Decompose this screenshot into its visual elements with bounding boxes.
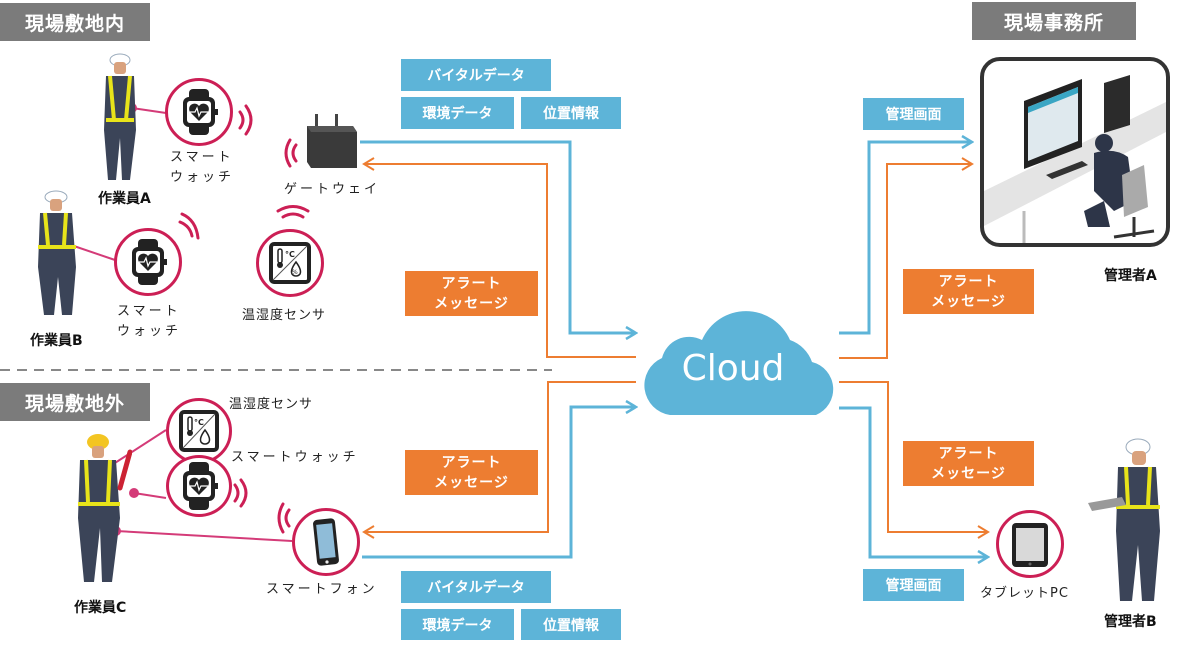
tag-admin-screen-lower: 管理画面 — [863, 569, 964, 601]
smartwatch-b-label-line2: ウォッチ — [117, 324, 182, 339]
tag-location-upper: 位置情報 — [521, 97, 621, 129]
manager-b-figure — [1088, 438, 1160, 601]
alert-tag-line1: アラート — [441, 275, 502, 292]
wifi-icons — [178, 104, 310, 534]
alert-flow-cloud-to-smartphone — [362, 381, 636, 539]
tablet-icon — [1012, 523, 1048, 567]
worker-a-label: 作業員A — [98, 191, 151, 207]
smartwatch-a-device — [165, 78, 233, 146]
svg-text:°C: °C — [285, 250, 295, 259]
data-flow-cloud-to-office — [839, 142, 972, 335]
alert-flow-cloud-to-gateway — [362, 157, 636, 358]
svg-text:%: % — [292, 269, 298, 276]
smartwatch-b-device — [114, 228, 182, 296]
smartwatch-b-label-line1: スマート — [117, 304, 181, 319]
alert-tag-line1: アラート — [938, 445, 999, 462]
section-tag-office: 現場事務所 — [972, 2, 1136, 40]
smartphone-icon — [313, 518, 339, 566]
tablet-device — [996, 510, 1064, 578]
alert-flow-cloud-to-office — [839, 157, 974, 359]
worker-c-label: 作業員C — [74, 600, 127, 616]
smartphone-label: スマートフォン — [266, 582, 378, 597]
alert-tag-upper-right: アラート メッセージ — [903, 269, 1034, 314]
alert-tag-line2: メッセージ — [931, 465, 1006, 482]
smartwatch-a-label: スマート ウォッチ — [170, 148, 234, 188]
manager-b-label: 管理者B — [1104, 614, 1157, 630]
tag-environment-data-lower: 環境データ — [401, 609, 514, 640]
cloud-icon — [644, 311, 834, 415]
alert-tag-lower-left: アラート メッセージ — [405, 450, 538, 495]
data-flow-smartphone-to-cloud — [362, 407, 636, 559]
smartwatch-b-label: スマート ウォッチ — [117, 302, 181, 342]
tag-location-lower: 位置情報 — [521, 609, 621, 640]
tag-vital-data-lower: バイタルデータ — [401, 571, 551, 603]
gateway-icon — [307, 114, 357, 168]
svg-text:°C: °C — [194, 418, 204, 427]
worker-b-label: 作業員B — [30, 333, 83, 349]
worker-a-figure — [104, 53, 136, 180]
smartwatch-a-label-line1: スマート — [170, 150, 234, 165]
smartphone-device — [292, 508, 360, 576]
smartwatch-a-label-line2: ウォッチ — [170, 170, 235, 185]
alert-tag-lower-right: アラート メッセージ — [903, 441, 1034, 486]
alert-tag-line2: メッセージ — [434, 474, 509, 491]
alert-flow-cloud-to-tablet — [839, 381, 990, 539]
smartwatch-c-device — [166, 455, 232, 517]
worker-b-figure — [38, 190, 76, 315]
smartwatch-c-label: スマートウォッチ — [231, 450, 359, 465]
thermo-hygrometer-icon: °C — [179, 410, 219, 452]
tag-environment-data-upper: 環境データ — [401, 97, 514, 129]
office-desk-illustration — [984, 75, 1166, 243]
smartwatch-icon — [183, 89, 218, 135]
thermo-hygrometer-icon: °C % — [269, 242, 311, 284]
sensor-onsite-label: 温湿度センサ — [242, 308, 327, 323]
alert-tag-line1: アラート — [938, 273, 999, 290]
cloud-label: Cloud — [681, 348, 785, 389]
alert-tag-line1: アラート — [441, 454, 502, 471]
tablet-label: タブレットPC — [980, 586, 1069, 601]
alert-tag-upper-left: アラート メッセージ — [405, 271, 538, 316]
section-tag-onsite: 現場敷地内 — [0, 3, 150, 41]
sensor-offsite-label: 温湿度センサ — [229, 397, 314, 412]
tag-vital-data-upper: バイタルデータ — [401, 59, 551, 91]
alert-tag-line2: メッセージ — [434, 295, 509, 312]
office-scene — [980, 57, 1170, 247]
smartwatch-icon — [183, 462, 218, 510]
tag-admin-screen-upper: 管理画面 — [863, 98, 964, 130]
gateway-label: ゲートウェイ — [284, 182, 381, 197]
section-tag-offsite: 現場敷地外 — [0, 383, 150, 421]
data-flow-gateway-to-cloud — [360, 140, 636, 333]
smartwatch-icon — [132, 239, 167, 285]
alert-tag-line2: メッセージ — [931, 293, 1006, 310]
manager-a-label: 管理者A — [1104, 268, 1157, 284]
data-flow-cloud-to-tablet — [839, 406, 988, 557]
worker-c-figure — [78, 434, 132, 582]
sensor-onsite-device: °C % — [256, 229, 324, 297]
